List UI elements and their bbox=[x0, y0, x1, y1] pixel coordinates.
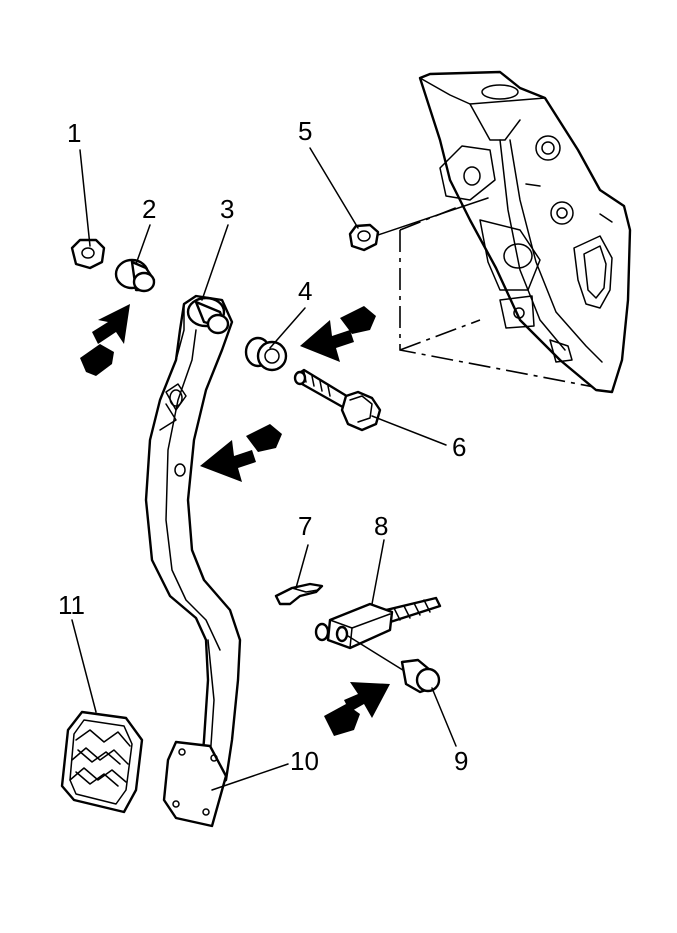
brake-pedal-arm bbox=[144, 294, 242, 828]
nut-1 bbox=[70, 238, 106, 270]
callout-6: 6 bbox=[452, 432, 466, 462]
bushing-4 bbox=[244, 336, 288, 372]
hand-icon bbox=[340, 306, 376, 334]
callout-11: 11 bbox=[58, 590, 85, 620]
bushing-2 bbox=[114, 258, 156, 293]
callout-4: 4 bbox=[298, 276, 312, 306]
arrow-icon bbox=[300, 320, 354, 362]
pedal-pad-11 bbox=[60, 710, 144, 814]
retainer-clip-7 bbox=[274, 582, 324, 606]
leader-lines bbox=[71, 147, 457, 791]
callout-1: 1 bbox=[67, 118, 81, 148]
arrow-icon bbox=[92, 304, 130, 344]
hand-icon bbox=[80, 344, 114, 376]
callout-3: 3 bbox=[220, 194, 234, 224]
bolt-6 bbox=[293, 368, 382, 432]
pedal-bracket bbox=[399, 70, 632, 394]
hand-icon bbox=[246, 424, 282, 452]
direction-arrows bbox=[80, 304, 390, 736]
hand-icon bbox=[324, 704, 360, 736]
callout-9: 9 bbox=[454, 746, 468, 776]
callout-10: 10 bbox=[290, 746, 319, 776]
callout-numbers: 1 2 3 4 5 6 7 8 9 10 11 bbox=[58, 116, 468, 776]
callout-2: 2 bbox=[142, 194, 156, 224]
arrow-icon bbox=[200, 440, 256, 482]
nut-5 bbox=[348, 223, 380, 252]
nut-5-leader bbox=[374, 197, 489, 237]
callout-5: 5 bbox=[298, 116, 312, 146]
arrow-icon bbox=[344, 682, 390, 718]
callout-7: 7 bbox=[298, 511, 312, 541]
callout-8: 8 bbox=[374, 511, 388, 541]
pushrod-8 bbox=[314, 596, 442, 650]
